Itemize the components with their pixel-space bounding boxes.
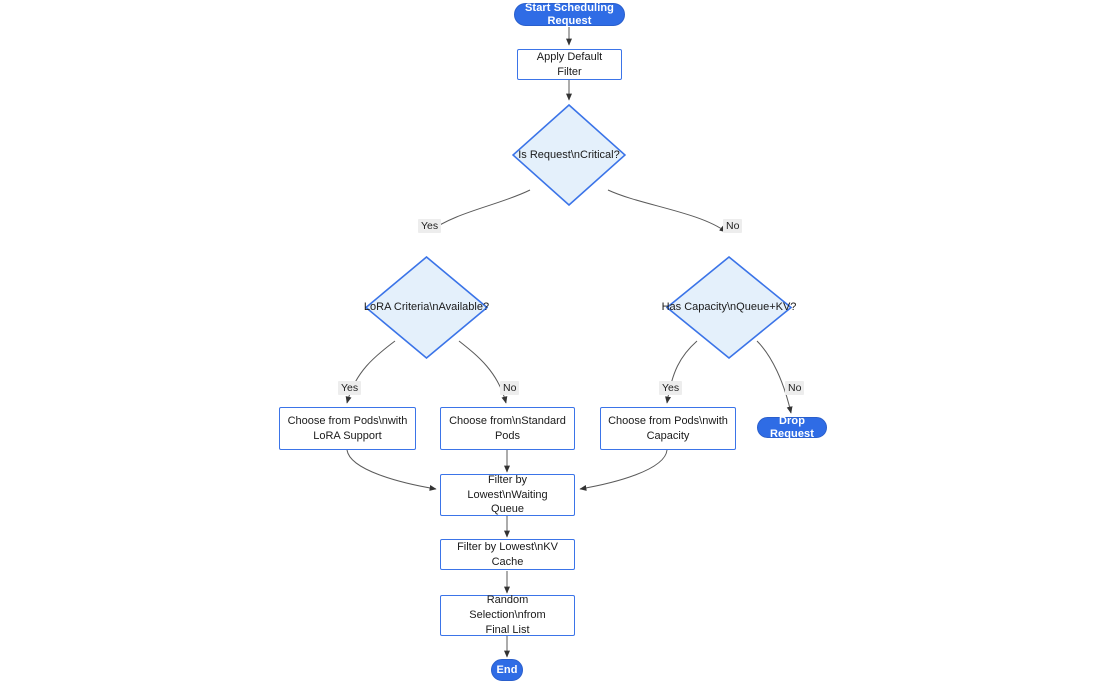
node-filter-lowest-waiting-queue[interactable]: Filter by Lowest\nWaiting Queue: [440, 474, 575, 516]
node-filter-lowest-waiting-queue-line2: Queue: [490, 503, 525, 516]
node-lora-criteria-available-label: LoRA Criteria\nAvailable?: [363, 301, 490, 314]
node-choose-pods-lora-support-line1: Choose from Pods\nwith: [287, 414, 408, 427]
node-choose-pods-lora-support[interactable]: Choose from Pods\nwith LoRA Support: [279, 407, 416, 450]
node-is-request-critical-label: Is Request\nCritical?: [518, 148, 620, 161]
node-start-label: Start Scheduling Request: [525, 2, 614, 27]
node-choose-standard-pods-line2: Pods: [494, 429, 521, 442]
node-choose-standard-pods[interactable]: Choose from\nStandard Pods: [440, 407, 575, 450]
node-random-selection-final-list[interactable]: Random Selection\nfrom Final List: [440, 594, 575, 636]
node-start[interactable]: Start Scheduling Request: [514, 2, 625, 27]
node-choose-pods-with-capacity-line1: Choose from Pods\nwith: [608, 414, 728, 427]
node-end[interactable]: End: [491, 659, 523, 681]
edge-label-critical-yes: Yes: [418, 219, 442, 234]
node-has-capacity-label: Has Capacity\nQueue+KV?: [661, 301, 797, 314]
diamond-shape-icon: [666, 256, 792, 359]
edge-label-capacity-no: No: [785, 381, 805, 396]
diamond-shape-icon: [512, 104, 626, 206]
diamond-shape-icon: [365, 256, 488, 359]
node-choose-standard-pods-line1: Choose from\nStandard: [449, 414, 566, 427]
edge-label-capacity-yes: Yes: [659, 381, 683, 396]
node-choose-pods-with-capacity[interactable]: Choose from Pods\nwith Capacity: [600, 407, 736, 450]
edge-label-critical-no: No: [723, 219, 743, 234]
node-drop-request-label: Drop Request: [769, 415, 815, 440]
node-drop-request[interactable]: Drop Request: [757, 415, 827, 440]
node-choose-pods-lora-support-line2: LoRA Support: [313, 429, 382, 442]
node-random-selection-final-list-line1: Random Selection\nfrom: [469, 594, 546, 622]
edge-choose-lora-to-filter-queue: [346, 449, 437, 491]
node-filter-lowest-waiting-queue-line1: Filter by Lowest\nWaiting: [467, 473, 548, 501]
node-apply-default-filter-label: Apply Default Filter: [536, 50, 603, 78]
node-filter-lowest-kv-cache-label: Filter by Lowest\nKV Cache: [457, 540, 558, 568]
node-lora-criteria-available[interactable]: LoRA Criteria\nAvailable?: [363, 256, 490, 359]
node-is-request-critical[interactable]: Is Request\nCritical?: [512, 104, 626, 206]
edge-label-lora-yes: Yes: [338, 381, 362, 396]
node-choose-pods-with-capacity-line2: Capacity: [646, 429, 690, 442]
node-has-capacity[interactable]: Has Capacity\nQueue+KV?: [662, 256, 796, 359]
edge-choose-capacity-to-filter-queue: [579, 449, 668, 491]
edge-label-lora-no: No: [500, 381, 520, 396]
node-random-selection-final-list-line2: Final List: [485, 623, 530, 636]
node-filter-lowest-kv-cache[interactable]: Filter by Lowest\nKV Cache: [440, 539, 575, 570]
node-end-label: End: [496, 663, 518, 676]
node-apply-default-filter[interactable]: Apply Default Filter: [517, 49, 622, 80]
